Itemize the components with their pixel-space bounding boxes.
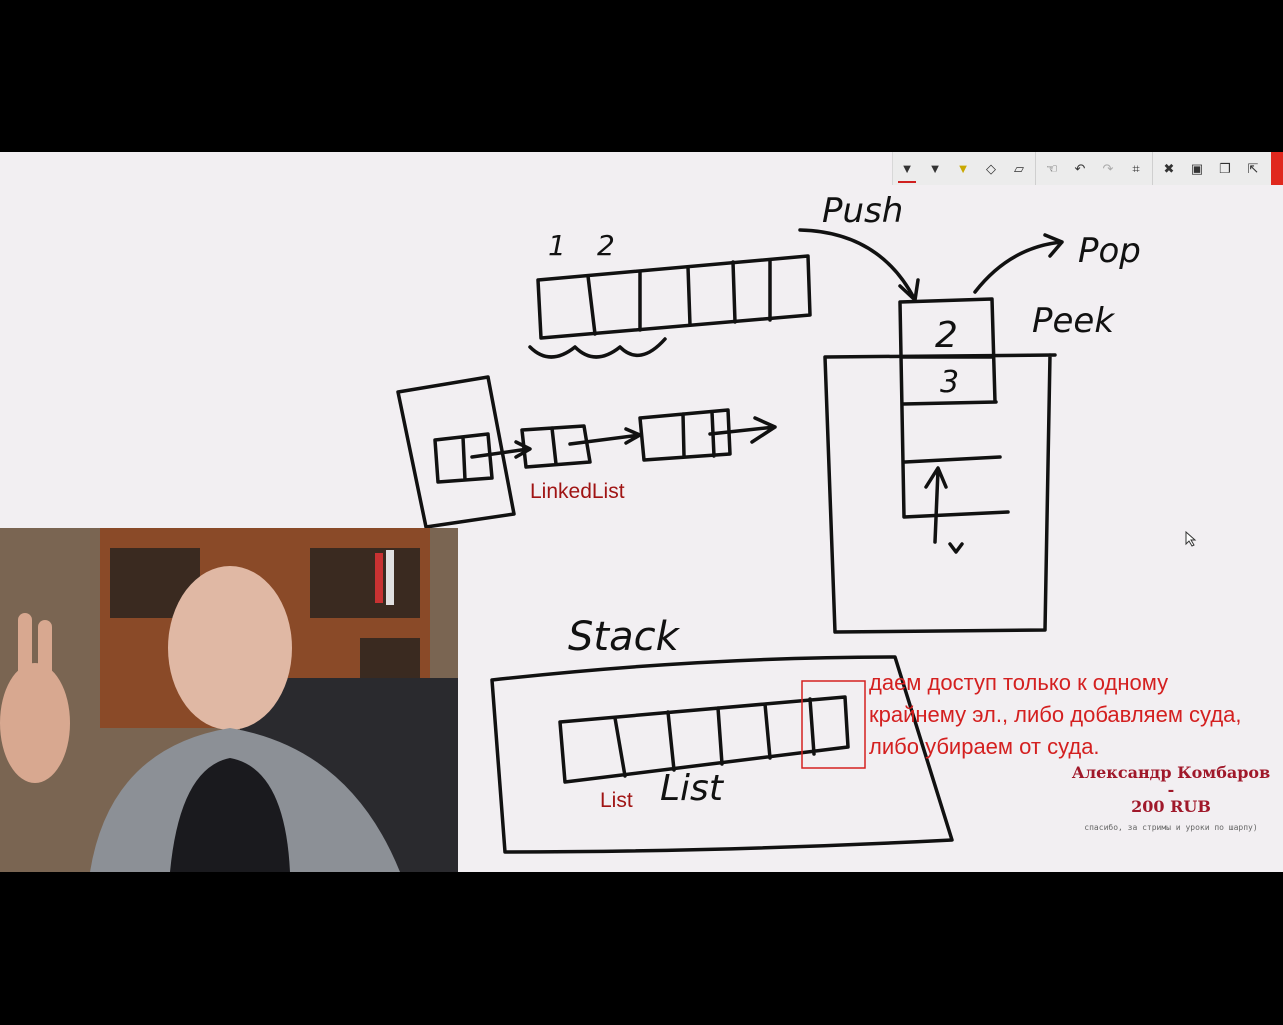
save-icon[interactable]: ▣	[1190, 160, 1204, 176]
undo-icon[interactable]: ↶	[1074, 160, 1086, 176]
ink-toolbar: ▼ ▼ ▼ ◇ ▱ ☜ ↶ ↷ ⌗ ✖ ▣ ❐ ⇱	[892, 152, 1283, 185]
list-label: List	[600, 789, 633, 812]
toolbar-divider	[1035, 152, 1036, 185]
donation-message: спасибо, за стримы и уроки по шарпу)	[1084, 823, 1258, 832]
pop-label: Pop	[1078, 231, 1141, 271]
note-line: даем доступ только к одному	[869, 670, 1169, 695]
linked-list-drawing	[396, 375, 777, 529]
array-index-2: 2	[597, 229, 615, 262]
note-line: либо убираем от суда.	[869, 734, 1100, 759]
touch-icon[interactable]: ☜	[1046, 160, 1058, 176]
note-line: крайнему эл., либо добавляем суда,	[869, 702, 1242, 727]
trash-icon[interactable]: ✖	[1163, 160, 1175, 176]
copy-icon[interactable]: ❐	[1219, 160, 1231, 176]
push-pop-arrows: Push Pop Peek	[798, 191, 1141, 341]
redo-icon[interactable]: ↷	[1102, 160, 1114, 176]
donor-name: Александр Комбаров -	[1071, 763, 1271, 799]
toolbar-divider	[1152, 152, 1153, 185]
push-label: Push	[822, 191, 903, 231]
eraser-icon[interactable]: ◇	[986, 160, 996, 176]
array-index-1: 1	[548, 229, 566, 262]
webcam-image	[0, 528, 458, 872]
highlighter-icon[interactable]: ▼	[956, 161, 970, 176]
annotation-note: даем доступ только к одному крайнему эл.…	[869, 667, 1283, 763]
list-handwritten: List	[660, 768, 725, 809]
stack-item-second: 3	[940, 365, 959, 400]
handwritten-sketch: 1 2 Push Pop Peek 2 3	[396, 191, 1141, 854]
linkedlist-label: LinkedList	[530, 480, 625, 503]
highlight-box	[801, 680, 866, 769]
mouse-pointer-icon	[1185, 531, 1197, 547]
webcam-overlay	[0, 528, 458, 872]
stack-title: Stack	[568, 614, 681, 660]
donation-amount: 200 RUB	[1131, 797, 1211, 816]
stack-tube-drawing: 2 3	[823, 297, 1057, 634]
peek-label: Peek	[1032, 301, 1115, 341]
donation-alert: Александр Комбаров - 200 RUB спасибо, за…	[1066, 764, 1276, 832]
pencil-icon[interactable]: ▼	[928, 161, 942, 176]
ruler-icon[interactable]: ▱	[1014, 160, 1024, 176]
crop-icon[interactable]: ⌗	[1132, 160, 1140, 176]
share-icon[interactable]: ⇱	[1247, 160, 1259, 176]
array-drawing: 1 2	[528, 229, 812, 359]
stack-list-drawing: Stack List	[490, 614, 954, 854]
stack-item-top: 2	[935, 315, 958, 356]
pen-icon[interactable]: ▼	[893, 152, 921, 185]
toolbar-accent	[1271, 152, 1283, 185]
